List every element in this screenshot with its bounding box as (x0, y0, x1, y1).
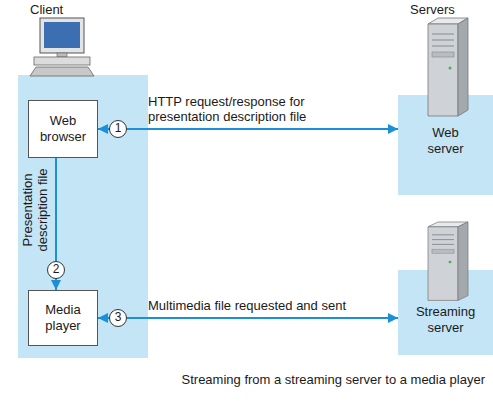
edge-label: HTTP request/response for presentation d… (148, 94, 338, 124)
node-text: Web browser (34, 113, 92, 145)
side-heading: Servers (410, 2, 455, 17)
streaming-server-icon (428, 222, 468, 300)
edge-label: Presentation description file (20, 162, 50, 258)
node-text: Streaming server (413, 304, 479, 336)
arrow-connector (98, 128, 398, 130)
computer-icon (30, 18, 94, 76)
callout-number: 3 (109, 309, 127, 327)
arrow-connector (98, 317, 398, 319)
client-panel (18, 75, 148, 358)
server-panel: Web server (398, 95, 493, 195)
process-box: Web browser (28, 100, 98, 158)
callout-number: 1 (109, 120, 127, 138)
figure-caption: Streaming from a streaming server to a m… (182, 372, 485, 388)
side-heading: Client (30, 2, 63, 17)
node-text: Web server (421, 125, 471, 157)
node-text: Media player (34, 302, 92, 334)
process-box: Media player (28, 290, 98, 346)
server-panel: Streaming server (398, 270, 493, 355)
callout-number: 2 (47, 261, 65, 279)
edge-label: Multimedia file requested and sent (148, 298, 398, 313)
web-server-icon (428, 18, 468, 116)
